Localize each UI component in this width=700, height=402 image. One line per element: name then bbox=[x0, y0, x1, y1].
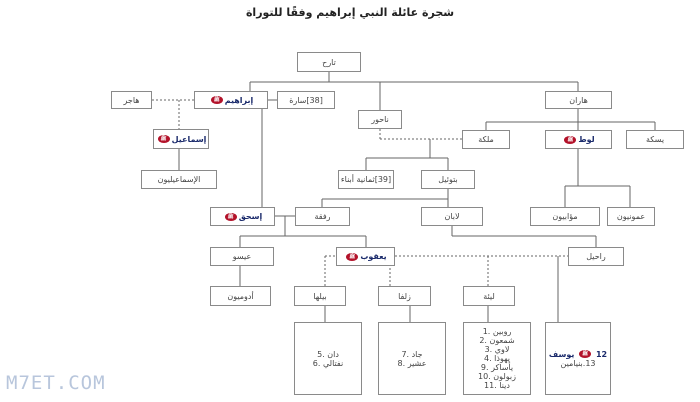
child-name: روبين .1 bbox=[482, 327, 512, 336]
child-name: يأساكر .9 bbox=[480, 363, 514, 372]
node-sarah: [38]سارة bbox=[277, 91, 335, 109]
node-eight-sons: [39]ثمانية أبناء bbox=[338, 170, 394, 189]
peace-seal-icon: ﷺ bbox=[579, 350, 592, 358]
node-esau: عيسو bbox=[210, 247, 274, 266]
peace-seal-icon: ﷺ bbox=[346, 252, 359, 261]
child-name: جاد .7 bbox=[401, 349, 423, 359]
node-bilhah: بيلها bbox=[294, 286, 346, 306]
node-iscah: يسكة bbox=[626, 130, 684, 149]
node-jacob: يعقوب ﷺ bbox=[336, 247, 395, 266]
child-number: 13. bbox=[582, 358, 596, 368]
node-abraham-label: إبراهيم bbox=[224, 95, 254, 105]
node-milcah: ملكة bbox=[462, 130, 510, 149]
children-list-leah: روبين .1 شمعون .2 لاوي .3 يهوذا .4 يأساك… bbox=[463, 322, 531, 395]
peace-seal-icon: ﷺ bbox=[210, 96, 223, 104]
node-lot-label: لوط bbox=[578, 135, 595, 144]
children-list-rachel: 12 ﷺ يوسف 13.بنيامين bbox=[545, 322, 611, 395]
child-name: بنيامين bbox=[560, 358, 583, 368]
node-isaac-label: إسحق bbox=[238, 212, 263, 221]
children-list-zilpah: جاد .7 عشير .8 bbox=[378, 322, 446, 395]
node-ishmaelites: الإسماعيليون bbox=[141, 170, 217, 189]
children-list-bilhah: دان .5 نفتالي .6 bbox=[294, 322, 362, 395]
node-edomites: أدوميون bbox=[210, 286, 271, 306]
node-abraham: إبراهيم ﷺ bbox=[194, 91, 268, 109]
node-zilpah: زلفا bbox=[378, 286, 431, 306]
node-haran: هاران bbox=[545, 91, 612, 109]
child-name: دان .5 bbox=[317, 349, 339, 359]
child-name: لاوي .3 bbox=[484, 345, 510, 354]
child-name: دينا .11 bbox=[484, 381, 510, 390]
peace-seal-icon: ﷺ bbox=[157, 135, 170, 143]
node-moabites: مؤابيون bbox=[530, 207, 600, 226]
node-ishmael: إسماعيل ﷺ bbox=[153, 129, 209, 149]
node-rebekah: رفقة bbox=[295, 207, 350, 226]
peace-seal-icon: ﷺ bbox=[564, 135, 577, 144]
node-nahor: ناحور bbox=[358, 110, 402, 129]
node-leah: ليئة bbox=[463, 286, 515, 306]
child-name: نفتالي .6 bbox=[312, 358, 344, 368]
watermark: M7ET.COM bbox=[6, 372, 106, 394]
node-ishmael-label: إسماعيل bbox=[171, 134, 207, 144]
node-hagar: هاجر bbox=[111, 91, 152, 109]
child-name: يوسف bbox=[548, 349, 575, 359]
peace-seal-icon: ﷺ bbox=[224, 212, 237, 221]
child-joseph: 12 ﷺ يوسف bbox=[549, 350, 607, 359]
child-number: 12 bbox=[595, 349, 608, 359]
child-name: عشير .8 bbox=[397, 358, 427, 368]
node-terah: تارح bbox=[297, 52, 361, 72]
node-lot: لوط ﷺ bbox=[545, 130, 612, 149]
node-laban: لابان bbox=[421, 207, 483, 226]
node-isaac: إسحق ﷺ bbox=[210, 207, 275, 226]
node-bethuel: بتوئيل bbox=[421, 170, 475, 189]
child-name: شمعون .2 bbox=[479, 336, 515, 345]
page-title: شجرة عائلة النبي إبراهيم وفقًا للتوراة bbox=[245, 6, 455, 19]
node-ammonites: عمونيون bbox=[607, 207, 655, 226]
child-benjamin: 13.بنيامين bbox=[561, 359, 596, 368]
child-name: يهوذا .4 bbox=[484, 354, 511, 363]
node-rachel: راحيل bbox=[568, 247, 624, 266]
node-jacob-label: يعقوب bbox=[360, 252, 387, 261]
child-name: زبولون .10 bbox=[478, 372, 516, 381]
